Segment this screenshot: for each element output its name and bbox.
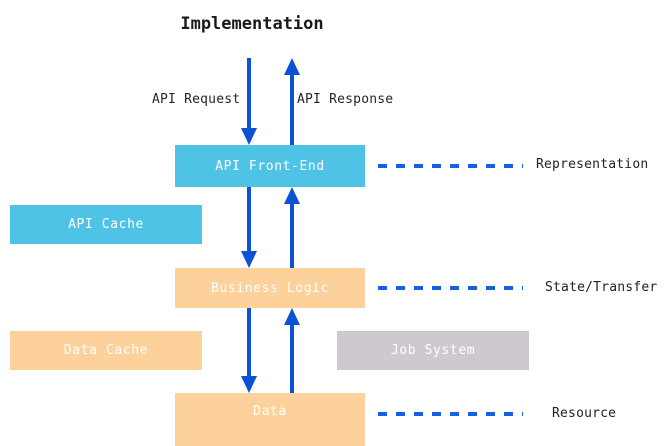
edge-label-api-response: API Response [297, 92, 394, 107]
node-label-api-cache: API Cache [68, 217, 144, 232]
node-api-front-end[interactable]: API Front-End [175, 145, 365, 187]
node-label-data-cache: Data Cache [63, 343, 149, 358]
side-label-state-transfer: State/Transfer [545, 280, 658, 295]
logic-to-frontend-arrow-head [284, 187, 300, 204]
api-response-arrow-head [284, 58, 300, 75]
node-label-business-logic: Business Logic [211, 280, 329, 296]
dashed-connector-state-transfer [378, 286, 523, 290]
frontend-to-logic-arrow-head [241, 251, 257, 268]
node-data[interactable]: Data [175, 393, 365, 446]
logic-to-data-arrow-head [241, 376, 257, 393]
data-to-logic-arrow-head [284, 308, 300, 325]
frontend-to-logic-arrow-line [247, 187, 251, 251]
dashed-connector-representation [378, 164, 523, 168]
side-label-resource: Resource [552, 406, 617, 421]
node-business-logic[interactable]: Business Logic [175, 268, 365, 308]
page-title: Implementation [180, 14, 324, 34]
logic-to-data-arrow-line [247, 308, 251, 376]
side-label-representation: Representation [536, 157, 649, 172]
edge-label-api-request: API Request [152, 92, 241, 107]
node-api-cache[interactable]: API Cache [10, 205, 202, 244]
api-response-arrow-line [290, 75, 294, 145]
api-request-arrow-line [247, 58, 251, 128]
dashed-connector-resource [378, 412, 523, 416]
node-label-api-front-end: API Front-End [215, 158, 325, 174]
api-request-arrow-head [241, 128, 257, 145]
logic-to-frontend-arrow-line [290, 204, 294, 268]
node-label-job-system: Job System [390, 343, 476, 358]
data-to-logic-arrow-line [290, 325, 294, 393]
node-label-data: Data [253, 404, 287, 419]
node-data-cache[interactable]: Data Cache [10, 331, 202, 370]
node-job-system[interactable]: Job System [337, 331, 529, 370]
